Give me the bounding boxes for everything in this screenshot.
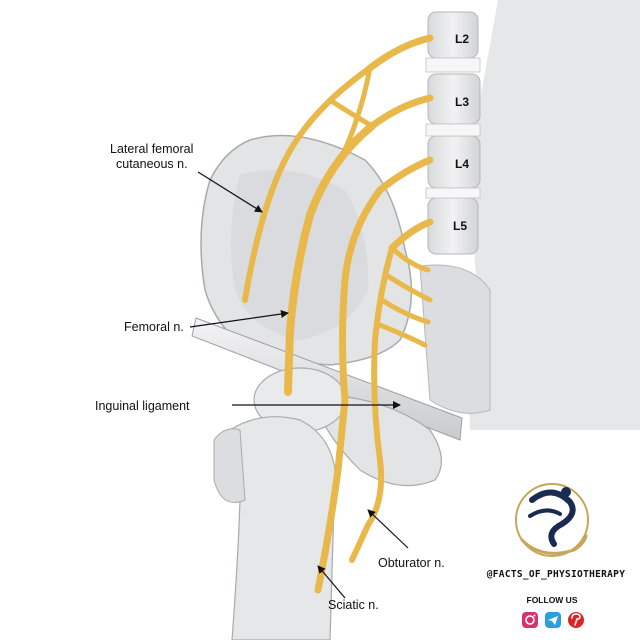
label-femoral-nerve: Femoral n. <box>124 320 184 334</box>
brand-logo <box>516 484 588 556</box>
hip-bone <box>201 136 411 366</box>
telegram-icon[interactable] <box>545 612 561 628</box>
label-lateral-femoral-cutaneous-line1: Lateral femoral <box>110 142 193 156</box>
vertebra-label-l5: L5 <box>453 219 467 233</box>
label-inguinal-ligament: Inguinal ligament <box>95 399 190 413</box>
pinterest-icon[interactable] <box>568 612 584 628</box>
vertebra-label-l3: L3 <box>455 95 469 109</box>
follow-us-label: FOLLOW US <box>527 595 578 605</box>
vertebra-label-l2: L2 <box>455 32 469 46</box>
label-obturator-nerve: Obturator n. <box>378 556 445 570</box>
vertebra-label-l4: L4 <box>455 157 469 171</box>
brand-handle: @FACTS_OF_PHYSIOTHERAPY <box>487 569 625 580</box>
sacrum <box>420 265 490 413</box>
vertebra-l2 <box>428 12 478 58</box>
instagram-icon[interactable] <box>522 612 538 628</box>
label-sciatic-nerve: Sciatic n. <box>328 598 379 612</box>
vertebral-column <box>420 0 640 430</box>
label-lateral-femoral-cutaneous-line2: cutaneous n. <box>116 157 188 171</box>
